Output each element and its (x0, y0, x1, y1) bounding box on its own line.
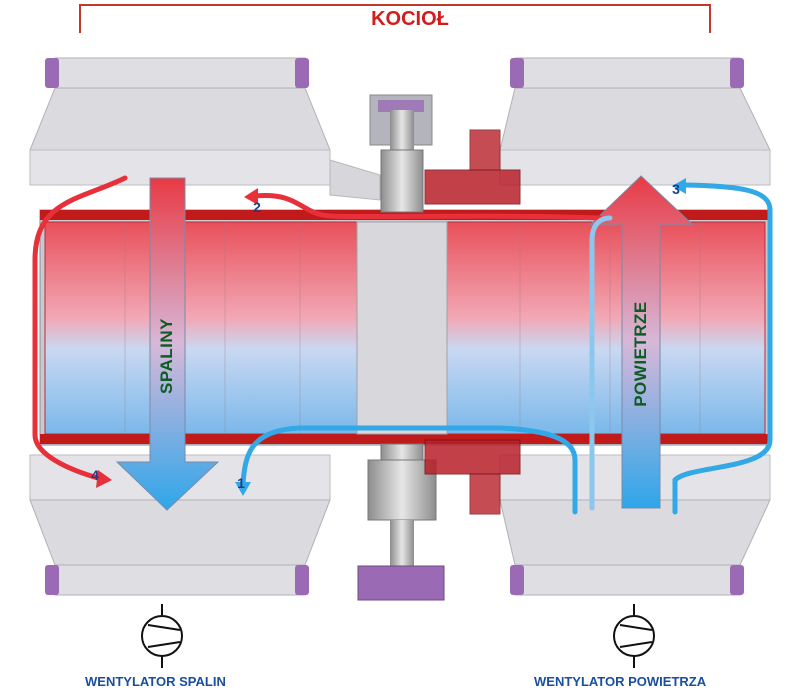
air-label: POWIETRZE (631, 301, 650, 407)
flow-marker-2: 2 (253, 199, 261, 215)
air-arrow (588, 175, 695, 509)
flow-marker-1: 1 (237, 475, 245, 491)
rotor-right (446, 221, 766, 435)
air-fan-icon (613, 604, 655, 668)
right-upper-duct (499, 57, 771, 186)
rotor-hub (356, 221, 448, 435)
flow-path-air-inner (589, 215, 613, 511)
flow-path-2 (252, 193, 603, 221)
arrowhead-1 (235, 482, 251, 496)
flue-gas-label: SPALINY (157, 318, 176, 394)
rotor-segments (124, 222, 701, 434)
arrowhead-3 (672, 178, 686, 194)
central-shaft (357, 94, 445, 601)
flow-path-3 (672, 182, 773, 515)
left-upper-duct (29, 57, 381, 201)
boiler-bracket (79, 4, 711, 33)
rotor-left (44, 221, 358, 435)
arrowhead-2 (244, 188, 258, 205)
drive-machinery (424, 129, 521, 515)
flue-gas-fan-label: WENTYLATOR SPALIN (85, 674, 226, 689)
flow-marker-4: 4 (91, 467, 99, 483)
flow-marker-3: 3 (672, 181, 680, 197)
boiler-title: KOCIOŁ (371, 8, 449, 30)
air-fan-label: WENTYLATOR POWIETRZA (534, 674, 707, 689)
flue-gas-arrow (115, 177, 220, 511)
flow-path-1 (240, 425, 578, 515)
arrowhead-4 (96, 470, 112, 488)
flow-path-4 (32, 175, 128, 481)
flue-gas-fan-icon (141, 604, 183, 668)
duct-flanges (45, 58, 744, 595)
